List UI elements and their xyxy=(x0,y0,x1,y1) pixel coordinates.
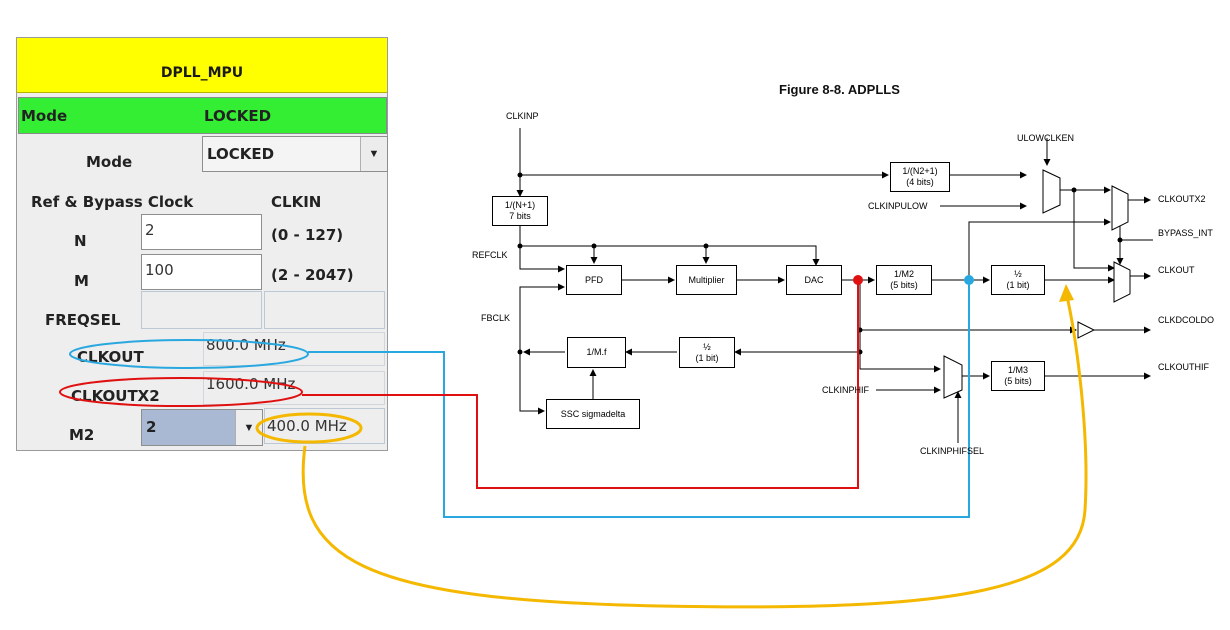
div-m3-bits: (5 bits) xyxy=(1004,376,1032,386)
status-label: Mode xyxy=(21,107,68,125)
clkinphifsel-label: CLKINPHIFSEL xyxy=(920,446,985,456)
half-fb-block: ½ (1 bit) xyxy=(679,337,735,368)
clkinpulow-label: CLKINPULOW xyxy=(868,201,928,211)
bypass-int-label: BYPASS_INT xyxy=(1158,228,1213,238)
ulowclken-label: ULOWCLKEN xyxy=(1017,133,1075,143)
div-n2-bits: (4 bits) xyxy=(906,177,934,187)
div-m2-block: 1/M2 (5 bits) xyxy=(876,265,932,295)
clkouthif-output-label: CLKOUTHIF xyxy=(1158,362,1210,372)
mode-dropdown-value: LOCKED xyxy=(207,145,275,163)
div-n-block: 1/(N+1) 7 bits xyxy=(492,196,548,226)
m-range: (2 - 2047) xyxy=(271,266,354,284)
multiplier-block: Multiplier xyxy=(676,265,737,295)
freqsel-label: FREQSEL xyxy=(45,311,121,329)
dpll-config-panel: DPLL_MPU Mode LOCKED xyxy=(16,37,388,451)
m-input[interactable]: 100 xyxy=(141,254,262,290)
clkinp-label: CLKINP xyxy=(506,111,539,121)
freqsel-field-1 xyxy=(141,291,262,329)
ref-clock-value: CLKIN xyxy=(271,193,322,211)
div-m3-label: 1/M3 xyxy=(1007,365,1028,375)
div-n-label: 1/(N+1) xyxy=(504,200,536,210)
half-fb-bits: (1 bit) xyxy=(695,352,719,363)
clkdcoldo-output-label: CLKDCOLDO xyxy=(1158,315,1215,325)
panel-title: DPLL_MPU xyxy=(17,38,387,93)
mode-dropdown[interactable]: LOCKED ▼ xyxy=(202,136,388,172)
n-input[interactable]: 2 xyxy=(141,214,262,250)
clkoutx2-label: CLKOUTX2 xyxy=(71,387,160,405)
n-range: (0 - 127) xyxy=(271,226,344,244)
div-n2-label: 1/(N2+1) xyxy=(902,166,938,176)
clkout-value: 800.0 MHz xyxy=(203,332,385,366)
clkinphif-label: CLKINPHIF xyxy=(822,385,870,395)
n-label: N xyxy=(74,232,87,250)
freqsel-field-2 xyxy=(264,291,385,329)
div-mf-block: 1/M.f xyxy=(567,337,626,368)
clkoutx2-output-label: CLKOUTX2 xyxy=(1158,194,1206,204)
mode-label: Mode xyxy=(86,153,133,171)
half-fb-label: ½ xyxy=(703,341,711,352)
chevron-down-icon[interactable]: ▼ xyxy=(360,137,387,171)
div-m2-bits: (5 bits) xyxy=(890,280,918,290)
clkout-output-label: CLKOUT xyxy=(1158,265,1195,275)
div-n2-block: 1/(N2+1) (4 bits) xyxy=(890,162,950,192)
fbclk-label: FBCLK xyxy=(481,313,511,323)
div-m2-label: 1/M2 xyxy=(893,269,914,279)
figure-title: Figure 8-8. ADPLLS xyxy=(779,82,900,97)
status-bar: Mode LOCKED xyxy=(18,97,387,134)
ssc-sigmadelta-block: SSC sigmadelta xyxy=(546,399,640,429)
status-value: LOCKED xyxy=(204,107,272,125)
ref-clock-label: Ref & Bypass Clock xyxy=(31,193,194,211)
half-out-block: ½ (1 bit) xyxy=(991,265,1045,295)
div-n-bits: 7 bits xyxy=(509,211,531,221)
dac-block: DAC xyxy=(786,265,842,295)
m-label: M xyxy=(74,272,89,290)
half-out-bits: (1 bit) xyxy=(1006,280,1030,290)
div-m3-block: 1/M3 (5 bits) xyxy=(991,361,1045,391)
pfd-block: PFD xyxy=(566,265,622,295)
m2-label: M2 xyxy=(69,426,95,444)
half-out-label: ½ xyxy=(1014,269,1022,279)
m2-dropdown-value: 2 xyxy=(146,418,157,436)
refclk-label: REFCLK xyxy=(472,250,508,260)
